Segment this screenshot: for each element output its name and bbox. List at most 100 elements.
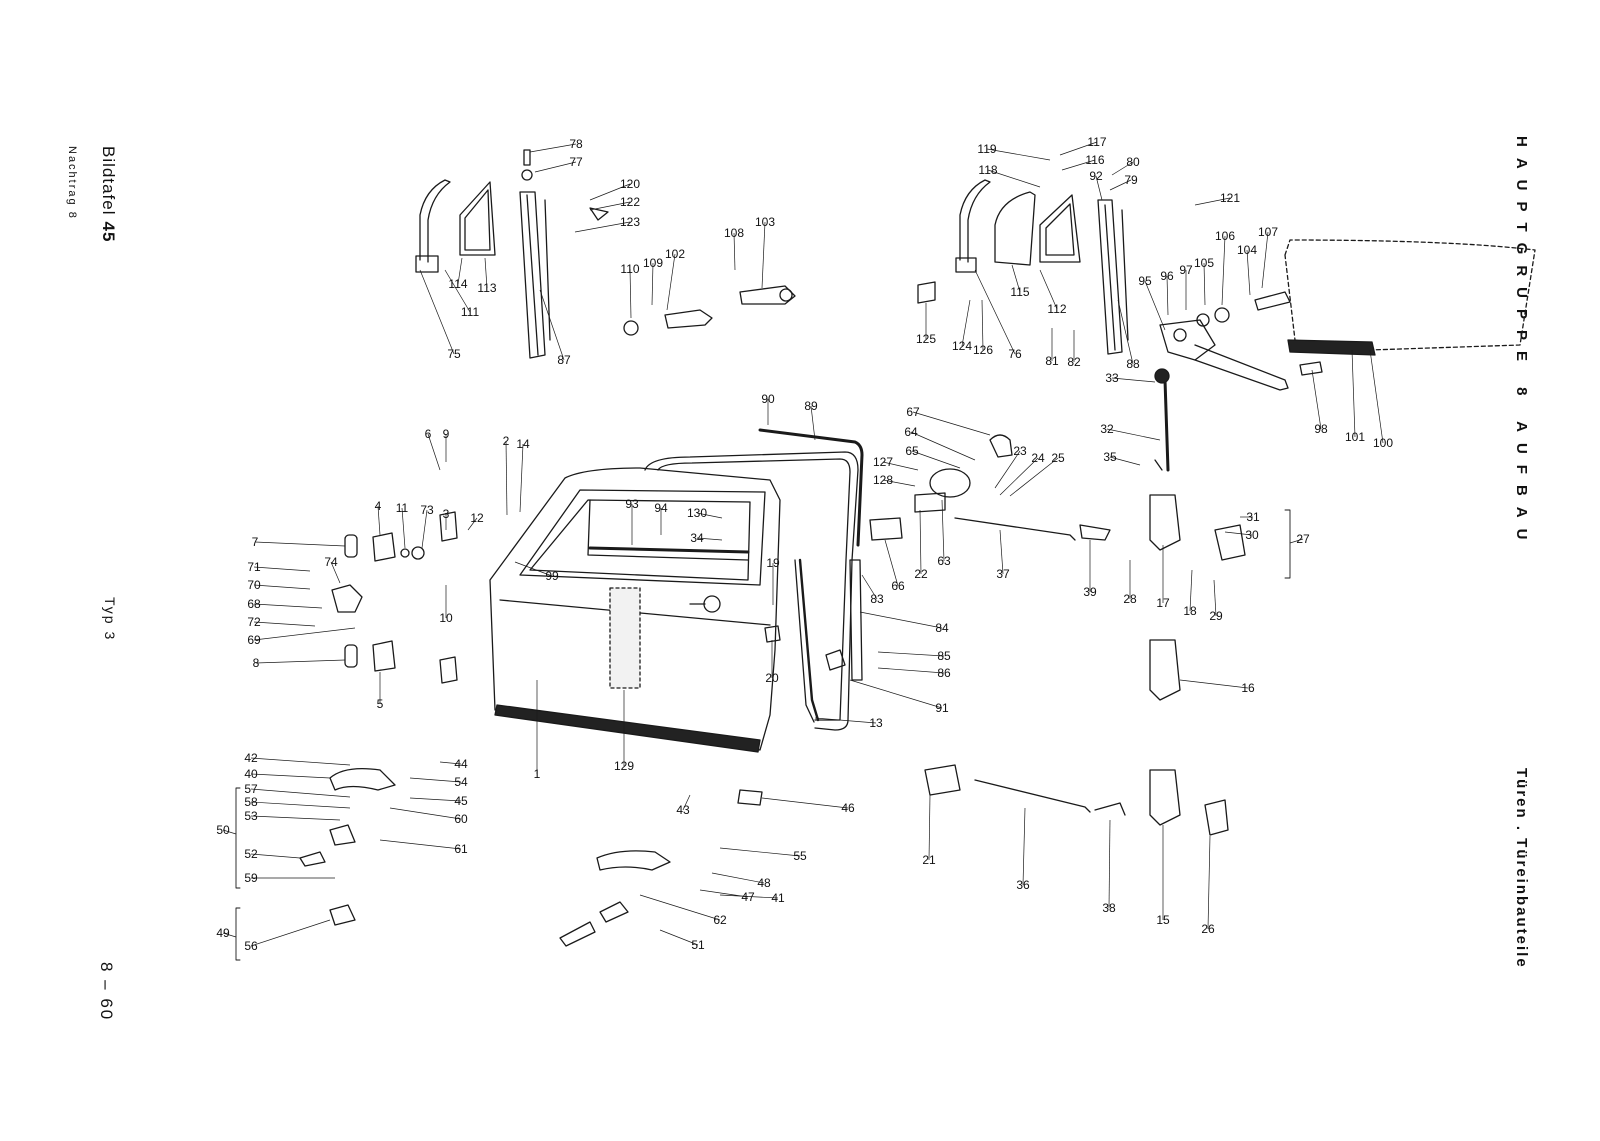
callout-number: 6 [425, 427, 432, 441]
callout-number: 91 [935, 701, 949, 715]
callout-leader [1246, 249, 1251, 296]
callout-leader [409, 777, 462, 783]
callout-37: 37 [996, 529, 1010, 581]
callout-leader [484, 257, 488, 289]
callout-number: 130 [687, 506, 707, 520]
callout-48: 48 [711, 872, 771, 890]
callout-85: 85 [877, 649, 951, 663]
callout-77: 77 [534, 155, 583, 173]
callout-19: 19 [766, 556, 780, 605]
callout-63: 63 [937, 499, 951, 568]
callout-70: 70 [247, 578, 311, 592]
callout-number: 2 [503, 434, 510, 448]
callout-leader [529, 143, 577, 153]
callout-111: 111 [444, 269, 479, 319]
callout-leader [1095, 175, 1103, 201]
callout-leader [534, 161, 577, 173]
callout-number: 101 [1345, 430, 1365, 444]
callout-121: 121 [1194, 191, 1240, 206]
callout-number: 32 [1100, 422, 1114, 436]
callout-number: 58 [244, 795, 258, 809]
callout-number: 63 [937, 554, 951, 568]
callout-number: 3 [443, 507, 450, 521]
callout-number: 19 [766, 556, 780, 570]
callout-50: 50 [216, 823, 237, 837]
callout-110: 110 [620, 262, 640, 319]
callout-36: 36 [1016, 807, 1030, 892]
callout-number: 15 [1156, 913, 1170, 927]
callout-56: 56 [244, 919, 331, 953]
callout-number: 26 [1201, 922, 1215, 936]
callout-number: 42 [244, 751, 258, 765]
callout-102: 102 [665, 247, 685, 311]
callout-5: 5 [377, 672, 384, 711]
callout-91: 91 [849, 679, 949, 715]
callout-number: 12 [470, 511, 484, 525]
callout-leader [986, 148, 1051, 161]
callout-number: 33 [1105, 371, 1119, 385]
callout-number: 40 [244, 767, 258, 781]
callout-leader [981, 299, 984, 351]
callout-13: 13 [814, 716, 883, 730]
callout-number: 14 [516, 437, 530, 451]
callout-leader [253, 566, 311, 572]
callout-119: 119 [977, 142, 1051, 161]
callout-leader [1009, 457, 1059, 497]
callout-128: 128 [873, 473, 916, 487]
callout-leader [1224, 531, 1253, 536]
callout-leader [250, 773, 331, 779]
callout-leader [1108, 819, 1111, 909]
callout-number: 115 [1010, 285, 1029, 299]
callout-leader [928, 794, 931, 861]
callout-55: 55 [719, 847, 807, 863]
callout-105: 105 [1194, 256, 1214, 306]
door-seals [644, 428, 864, 731]
callout-109: 109 [643, 256, 663, 306]
callout-60: 60 [389, 807, 468, 826]
callout-38: 38 [1102, 819, 1116, 915]
callout-number: 79 [1124, 173, 1138, 187]
callout-101: 101 [1345, 349, 1365, 444]
callout-number: 52 [244, 847, 258, 861]
callout-86: 86 [877, 666, 951, 680]
callout-leader [711, 872, 765, 884]
remote-rods [924, 517, 1126, 816]
callout-leader [877, 651, 945, 657]
callout-number: 83 [870, 592, 884, 606]
callout-number: 37 [996, 567, 1010, 581]
callout-leader [250, 757, 351, 766]
callout-number: 128 [873, 473, 893, 487]
callout-number: 11 [396, 501, 409, 515]
callout-16: 16 [1179, 679, 1255, 695]
callout-leader [1106, 428, 1161, 441]
callout-43: 43 [676, 794, 691, 817]
callout-31: 31 [1240, 510, 1260, 524]
callout-leader [1022, 807, 1026, 886]
callout-45: 45 [409, 794, 468, 808]
callout-number: 80 [1126, 155, 1140, 169]
callout-number: 126 [973, 343, 993, 357]
callout-number: 36 [1016, 878, 1030, 892]
callout-number: 104 [1237, 243, 1257, 257]
callout-40: 40 [244, 767, 331, 781]
callout-number: 13 [869, 716, 883, 730]
callout-number: 1 [534, 767, 541, 781]
callout-number: 48 [757, 876, 771, 890]
callout-71: 71 [247, 560, 311, 574]
callout-1: 1 [534, 680, 541, 781]
callout-number: 113 [477, 281, 496, 295]
callout-80: 80 [1111, 155, 1140, 176]
callout-88: 88 [1117, 299, 1140, 371]
callout-leader [1213, 579, 1217, 617]
callout-number: 4 [375, 499, 382, 513]
callout-number: 85 [937, 649, 951, 663]
callout-17: 17 [1156, 545, 1170, 610]
callout-leader [250, 919, 331, 947]
callout-leader [849, 679, 943, 709]
quarter-window-left [415, 149, 551, 359]
callout-number: 67 [906, 405, 920, 419]
callout-number: 20 [765, 671, 779, 685]
callout-92: 92 [1089, 169, 1103, 201]
